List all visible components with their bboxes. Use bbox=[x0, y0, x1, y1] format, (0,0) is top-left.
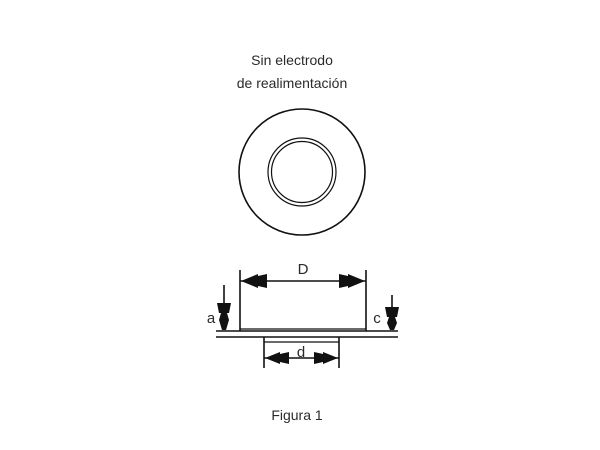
title-line-1: Sin electrodo bbox=[251, 52, 333, 68]
D-label: D bbox=[298, 261, 309, 278]
d-right-arrow-icon bbox=[314, 352, 338, 364]
title-line-2: de realimentación bbox=[237, 75, 348, 91]
c-arrow-icon bbox=[385, 307, 399, 330]
inner-circle-outer-edge bbox=[267, 137, 337, 207]
D-right-arrow-icon bbox=[339, 274, 365, 288]
inner-circle-inner-edge bbox=[270, 140, 334, 204]
D-left-arrow-icon bbox=[241, 274, 267, 288]
top-view bbox=[238, 108, 366, 236]
c-label: c bbox=[373, 310, 381, 327]
a-label: a bbox=[207, 310, 216, 327]
outer-circle bbox=[238, 108, 366, 236]
a-arrow-icon bbox=[217, 303, 231, 330]
figure-caption: Figura 1 bbox=[271, 407, 323, 423]
d-left-arrow-icon bbox=[265, 352, 289, 364]
d-label: d bbox=[297, 344, 305, 361]
side-view: D d a c bbox=[207, 261, 399, 368]
